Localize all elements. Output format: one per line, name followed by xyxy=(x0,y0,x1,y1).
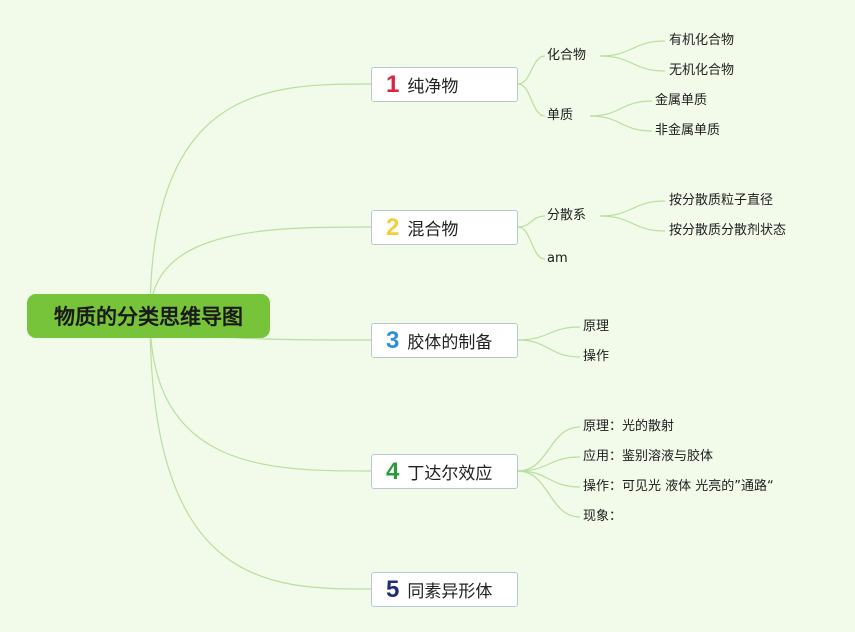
subtopic-tyndall-principle[interactable]: 原理：光的散射 xyxy=(583,419,675,434)
link-b4-child-3 xyxy=(517,470,581,488)
leaf-by-particle-size[interactable]: 按分散质粒子直径 xyxy=(669,193,774,208)
link-b1-element xyxy=(517,83,546,117)
subtopic-dispersion[interactable]: 分散系 xyxy=(547,208,587,223)
subtopic-element[interactable]: 单质 xyxy=(547,108,574,123)
subtopic-tyndall-application[interactable]: 应用：鉴别溶液与胶体 xyxy=(583,449,714,464)
branch-4-label: 丁达尔效应 xyxy=(407,464,493,484)
leaf-nonmetal-element[interactable]: 非金属单质 xyxy=(655,123,721,138)
link-b4-child-1 xyxy=(517,426,581,472)
subtopic-tyndall-phenomenon[interactable]: 现象： xyxy=(583,509,623,524)
link-dispersion-size xyxy=(599,200,666,217)
branch-1-topic[interactable]: 1 纯净物 xyxy=(371,67,518,102)
number-4-icon: 4 xyxy=(386,457,400,485)
branch-3-topic[interactable]: 3 胶体的制备 xyxy=(371,323,518,358)
branch-2-topic[interactable]: 2 混合物 xyxy=(371,210,518,245)
root-topic[interactable]: 物质的分类思维导图 xyxy=(27,294,270,338)
link-dispersion-state xyxy=(599,215,666,232)
link-b4-child-2 xyxy=(517,456,581,472)
link-compound-organic xyxy=(599,40,666,57)
subtopic-tyndall-operation[interactable]: 操作：可见光 液体 光亮的”通路“ xyxy=(583,479,774,494)
link-element-nonmetal xyxy=(589,115,653,132)
branch-3-label: 胶体的制备 xyxy=(407,333,493,353)
branch-2-label: 混合物 xyxy=(407,220,459,240)
branch-5-topic[interactable]: 5 同素异形体 xyxy=(371,572,518,607)
branch-4-topic[interactable]: 4 丁达尔效应 xyxy=(371,454,518,489)
link-root-branch-1 xyxy=(149,83,372,317)
link-element-metal xyxy=(589,100,653,117)
leaf-metal-element[interactable]: 金属单质 xyxy=(655,93,708,108)
subtopic-operation[interactable]: 操作 xyxy=(583,349,610,364)
subtopic-principle[interactable]: 原理 xyxy=(583,319,610,334)
number-2-icon: 2 xyxy=(386,213,400,241)
link-root-branch-2 xyxy=(149,226,372,317)
subtopic-compound[interactable]: 化合物 xyxy=(547,48,587,63)
link-b2-am xyxy=(517,226,546,260)
number-5-icon: 5 xyxy=(386,575,400,603)
link-b1-compound xyxy=(517,55,546,85)
number-1-icon: 1 xyxy=(386,70,400,98)
branch-5-label: 同素异形体 xyxy=(407,582,493,602)
root-topic-label: 物质的分类思维导图 xyxy=(54,305,243,329)
link-compound-inorganic xyxy=(599,55,666,72)
number-3-icon: 3 xyxy=(386,326,400,354)
leaf-organic-compound[interactable]: 有机化合物 xyxy=(669,33,735,48)
subtopic-am[interactable]: am xyxy=(547,251,568,266)
branch-1-label: 纯净物 xyxy=(407,77,459,97)
link-b3-operation xyxy=(517,339,581,358)
leaf-inorganic-compound[interactable]: 无机化合物 xyxy=(669,63,735,78)
link-root-branch-4 xyxy=(149,315,372,472)
link-b4-child-4 xyxy=(517,470,581,518)
link-b2-dispersion xyxy=(517,215,546,228)
link-root-branch-5 xyxy=(149,315,372,590)
link-b3-principle xyxy=(517,326,581,341)
leaf-by-state[interactable]: 按分散质分散剂状态 xyxy=(669,223,787,238)
